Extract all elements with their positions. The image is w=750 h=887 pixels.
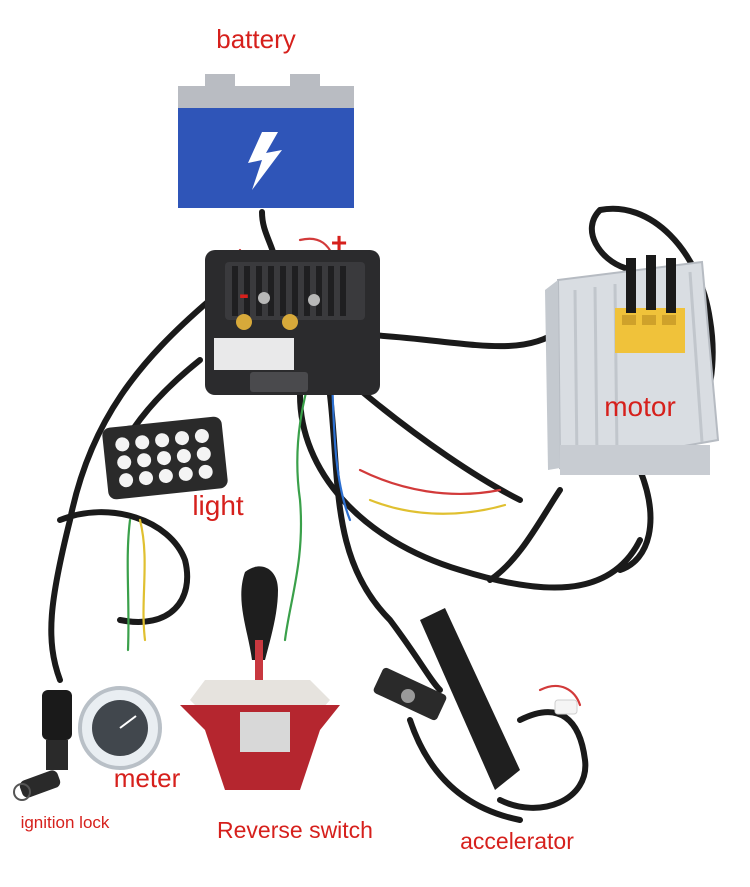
battery-label: battery — [216, 24, 296, 54]
light-graphic — [102, 416, 228, 500]
wiring-harness — [48, 205, 716, 823]
light-label: light — [192, 490, 244, 521]
battery-graphic — [178, 74, 354, 208]
meter-label: meter — [114, 763, 181, 793]
lightning-bolt-icon — [248, 132, 282, 190]
accelerator-label: accelerator — [460, 828, 574, 854]
ignition-lock-graphic — [13, 690, 72, 801]
ignition-lock-label: ignition lock — [21, 813, 110, 832]
accelerator-graphic — [373, 608, 578, 790]
motor-label: motor — [604, 391, 676, 422]
minus-terminal-label: - — [239, 278, 249, 311]
reverse-switch-graphic — [180, 566, 340, 790]
reverse-switch-label: Reverse switch — [217, 817, 373, 843]
meter-graphic — [78, 686, 162, 770]
plus-terminal-label: + — [331, 227, 347, 258]
motor-graphic — [545, 255, 720, 475]
controller-graphic — [205, 250, 380, 395]
